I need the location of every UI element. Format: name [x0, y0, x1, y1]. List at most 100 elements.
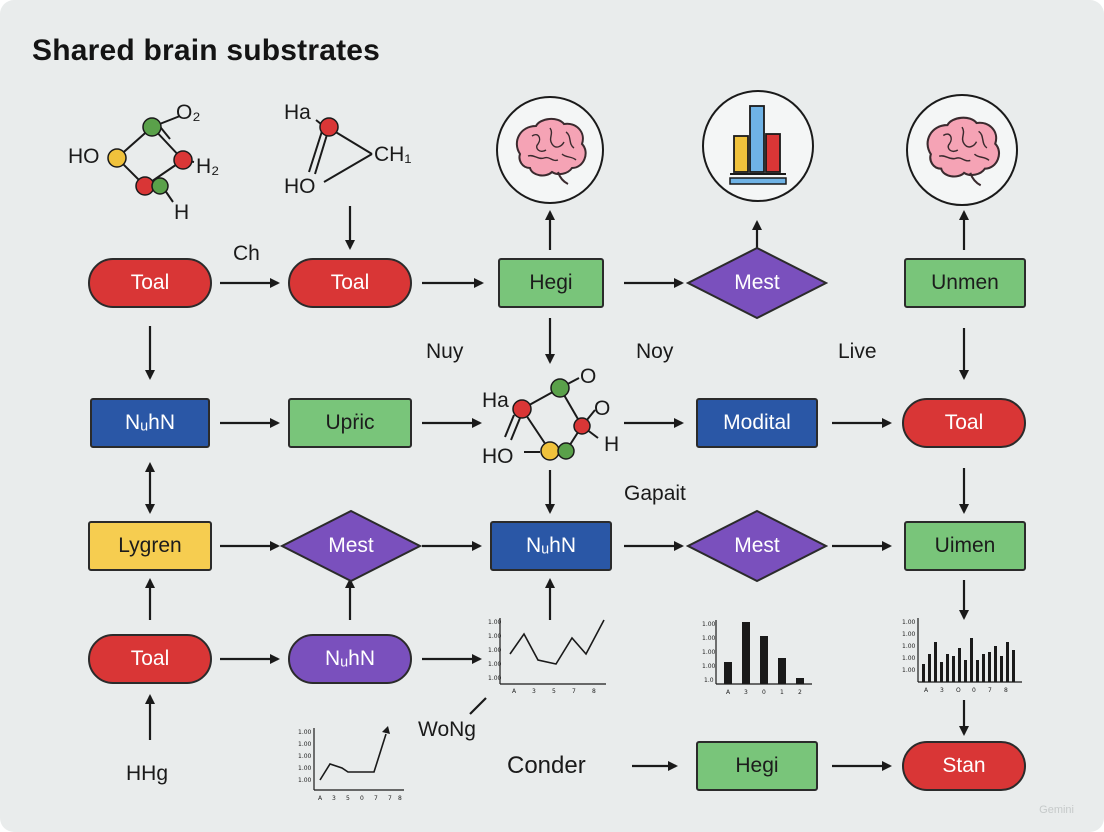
watermark: Gemini	[1039, 804, 1074, 816]
edge-label: WoNg	[418, 718, 476, 741]
svg-text:0: 0	[972, 687, 976, 694]
brain-icon	[906, 94, 1018, 206]
svg-text:3: 3	[940, 687, 944, 694]
node-label: Mest	[328, 534, 374, 557]
svg-text:8: 8	[398, 795, 402, 802]
svg-text:0: 0	[360, 795, 364, 802]
atom-label: O	[580, 365, 597, 388]
svg-text:1.00: 1.00	[488, 619, 502, 626]
svg-text:1.00: 1.00	[488, 675, 502, 682]
atom-label: HO	[284, 175, 316, 198]
atom-yellow	[540, 441, 560, 461]
atom-yellow	[107, 148, 127, 168]
atom-label: Ha	[284, 101, 311, 124]
atom-green	[142, 117, 162, 137]
edge-label: Conder	[507, 752, 586, 779]
atom-label: Ha	[482, 389, 509, 412]
node-toal: Toal	[88, 634, 212, 684]
node-unmen: Unmen	[904, 258, 1026, 308]
svg-text:1.00: 1.00	[902, 667, 916, 674]
svg-text:3: 3	[744, 689, 748, 696]
atom-label: O	[594, 397, 611, 420]
svg-text:0: 0	[762, 689, 766, 696]
svg-text:1.00: 1.00	[488, 661, 502, 668]
diagram-title: Shared brain substrates	[32, 34, 381, 67]
edge-label: Ch	[233, 242, 260, 265]
node-mest: Mest	[280, 509, 422, 583]
svg-text:1.00: 1.00	[298, 741, 312, 748]
atom-label: HO	[482, 445, 514, 468]
atom-green	[557, 442, 575, 460]
svg-text:1.00: 1.00	[298, 729, 312, 736]
svg-text:1.00: 1.00	[488, 633, 502, 640]
node-hegi: Hegi	[696, 741, 818, 791]
svg-text:1.00: 1.00	[298, 777, 312, 784]
node-label: Mest	[734, 534, 780, 557]
node-upric: Upṙic	[288, 398, 412, 448]
bar-chart-icon	[702, 90, 814, 202]
svg-text:7: 7	[572, 688, 576, 695]
node-nhn: NᵤhN	[490, 521, 612, 571]
svg-text:1.00: 1.00	[902, 631, 916, 638]
node-lygren: Lygren	[88, 521, 212, 571]
svg-text:7: 7	[374, 795, 378, 802]
svg-text:1.00: 1.00	[702, 649, 716, 656]
node-toal: Toal	[902, 398, 1026, 448]
atom-red	[319, 117, 339, 137]
atom-label: H	[604, 433, 620, 456]
atom-label: CH₁	[374, 143, 412, 166]
svg-text:1.00: 1.00	[298, 753, 312, 760]
node-nhn: NᵤhN	[90, 398, 210, 448]
svg-text:7: 7	[388, 795, 392, 802]
svg-text:1.00: 1.00	[702, 635, 716, 642]
svg-text:8: 8	[592, 688, 596, 695]
mini-bar-chart: 1.00 1.00 1.00 1.00 1.00 A 3 O 0 7 8	[902, 618, 1022, 694]
atom-green	[550, 378, 570, 398]
atom-label: O₂	[176, 101, 201, 124]
edge-label: Nuy	[426, 340, 464, 363]
atom-label: H₂	[196, 155, 220, 178]
brain-icon	[496, 96, 604, 204]
svg-text:7: 7	[988, 687, 992, 694]
molecule-1: O₂ HO H₂ H	[60, 96, 240, 226]
svg-text:1.00: 1.00	[298, 765, 312, 772]
svg-text:5: 5	[346, 795, 350, 802]
svg-text:1.00: 1.00	[488, 647, 502, 654]
atom-red	[512, 399, 532, 419]
molecule-2: Ha CH₁ HO	[280, 96, 430, 206]
svg-text:A: A	[512, 688, 517, 695]
node-toal: Toal	[288, 258, 412, 308]
svg-text:1.00: 1.00	[702, 663, 716, 670]
node-modital: Modital	[696, 398, 818, 448]
svg-text:O: O	[956, 687, 961, 694]
node-mest: Mest	[686, 509, 828, 583]
node-nhn: NᵤhN	[288, 634, 412, 684]
arrow	[469, 697, 487, 715]
svg-text:1.00: 1.00	[902, 619, 916, 626]
svg-text:1.0: 1.0	[704, 677, 714, 684]
mini-bar-chart: 1.00 1.00 1.00 1.00 1.0 A 3 0 1 2	[702, 620, 812, 696]
node-stan: Stan	[902, 741, 1026, 791]
svg-text:A: A	[318, 795, 323, 802]
node-toal: Toal	[88, 258, 212, 308]
svg-text:1.00: 1.00	[902, 655, 916, 662]
node-hegi: Hegi	[498, 258, 604, 308]
svg-text:3: 3	[332, 795, 336, 802]
svg-text:1.00: 1.00	[902, 643, 916, 650]
atom-red	[173, 150, 193, 170]
atom-label: HO	[68, 145, 100, 168]
svg-text:A: A	[924, 687, 929, 694]
atom-red	[573, 417, 591, 435]
svg-text:5: 5	[552, 688, 556, 695]
svg-text:8: 8	[1004, 687, 1008, 694]
svg-text:1.00: 1.00	[702, 621, 716, 628]
svg-text:1: 1	[780, 689, 784, 696]
edge-label: HHg	[126, 762, 169, 785]
atom-label: H	[174, 201, 190, 224]
edge-label: Noy	[636, 340, 674, 363]
node-mest: Mest	[686, 246, 828, 320]
svg-text:2: 2	[798, 689, 802, 696]
svg-text:A: A	[726, 689, 731, 696]
